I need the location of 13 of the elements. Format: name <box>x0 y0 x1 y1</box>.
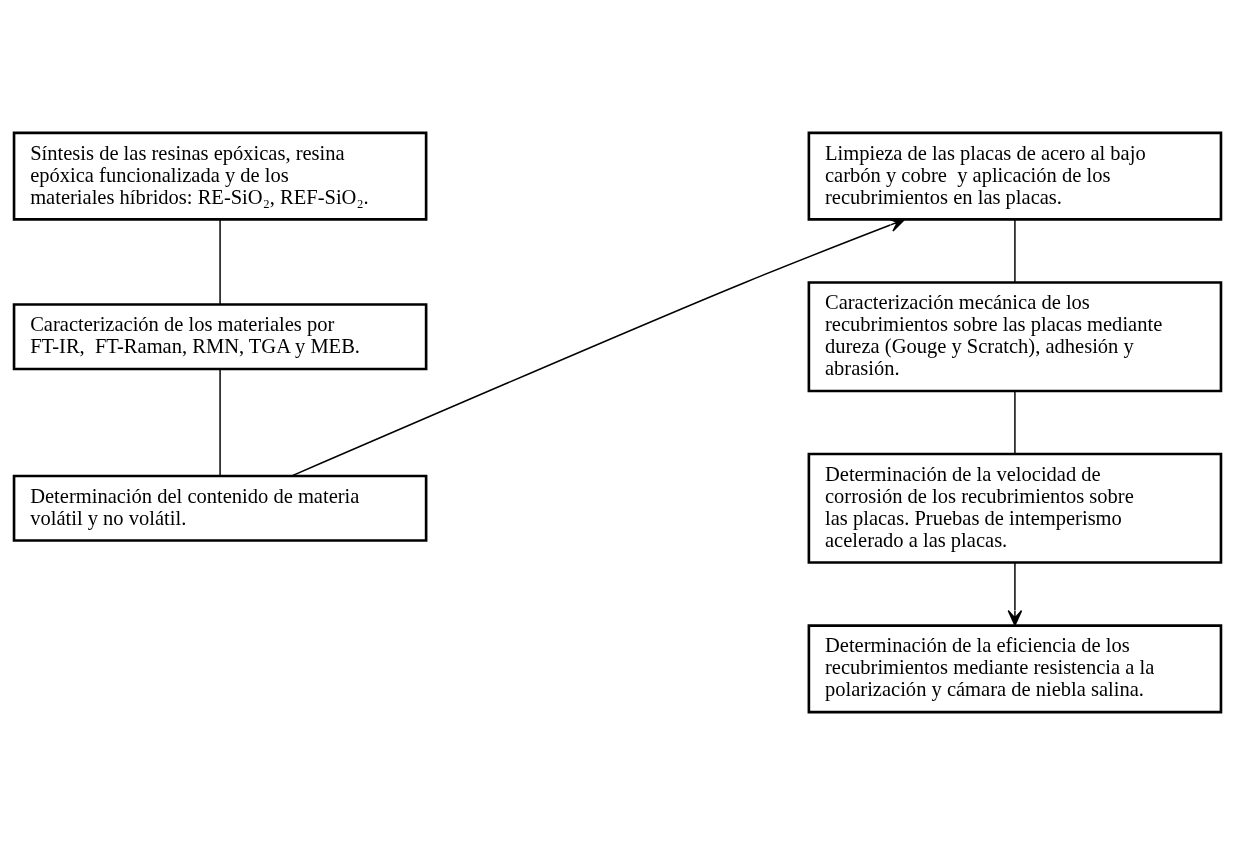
node-box: Determinación de la eficiencia de los recubrimientos mediante resistencia a la polarización y cámara de niebla salina. <box>807 623 1223 713</box>
node-box: Caracterización de los materiales por FT-IR, FT-Raman, RMN, TGA y MEB. <box>12 302 428 370</box>
node-box: Limpieza de las placas de acero al bajo carbón y cobre y aplicación de los recubrimientos en las placas. <box>807 131 1223 221</box>
arrow <box>1007 561 1023 626</box>
connector <box>219 367 221 476</box>
node-box: Determinación de la velocidad de corrosión de los recubrimientos sobre las placas. Pruebas de intemperismo acelerado a las placas. <box>807 452 1223 564</box>
connector <box>1014 218 1016 283</box>
node-box: Determinación del contenido de materia volátil y no volátil. <box>12 474 428 542</box>
node-box: Caracterización mecánica de los recubrimientos sobre las placas mediante dureza (Gouge y Scratch), adhesión y abrasión. <box>807 280 1223 392</box>
connector <box>1014 389 1016 454</box>
arrow <box>291 217 906 477</box>
node-box: Síntesis de las resinas epóxicas, resina epóxica funcionalizada y de los materiales híbridos: RE-SiO₂, REF-SiO₂. <box>12 131 428 221</box>
connector <box>219 218 221 305</box>
